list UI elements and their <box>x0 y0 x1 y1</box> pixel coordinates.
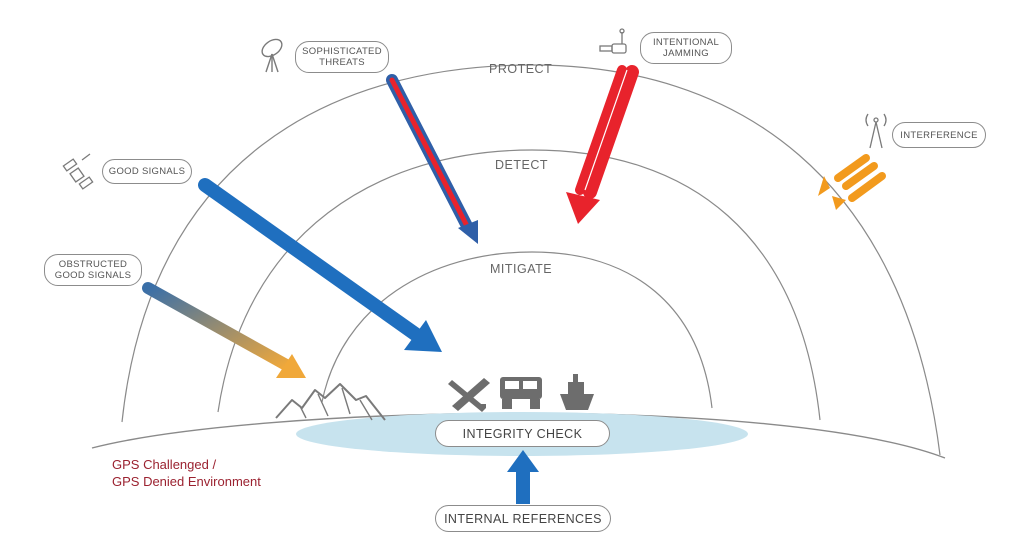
protect-arc <box>121 64 941 456</box>
interference-arrows <box>818 154 886 210</box>
obstructed-signal-arrow <box>142 282 306 378</box>
satellite-dish-icon <box>261 38 283 73</box>
internal-references-label: INTERNAL REFERENCES <box>435 505 611 532</box>
good-signal-arrow <box>198 178 442 352</box>
sophisticated-threat-arrow <box>386 74 478 244</box>
internal-reference-arrow <box>507 450 539 504</box>
ship-icon <box>560 374 594 410</box>
protect-label: PROTECT <box>489 62 553 76</box>
handheld-jammer-icon <box>599 28 627 54</box>
satellite-icon <box>62 153 94 190</box>
detect-arc <box>217 149 821 421</box>
integrity-check-label: INTEGRITY CHECK <box>435 420 610 447</box>
good-signals-label: GOOD SIGNALS <box>102 159 192 184</box>
obstructed-good-signals-label: OBSTRUCTED GOOD SIGNALS <box>44 254 142 286</box>
sophisticated-threats-label: SOPHISTICATED THREATS <box>295 41 389 73</box>
ground-vehicle-icon <box>500 377 542 409</box>
mitigate-arc <box>321 251 713 409</box>
environment-label: GPS Challenged / GPS Denied Environment <box>112 457 261 489</box>
jamming-arrow <box>566 65 639 224</box>
aircraft-icon <box>448 378 490 412</box>
intentional-jamming-label: INTENTIONAL JAMMING <box>640 32 732 64</box>
radio-tower-icon <box>865 113 887 149</box>
mitigate-label: MITIGATE <box>490 262 553 276</box>
detect-label: DETECT <box>495 158 548 172</box>
interference-label: INTERFERENCE <box>892 122 986 148</box>
mountains-icon <box>275 383 386 421</box>
